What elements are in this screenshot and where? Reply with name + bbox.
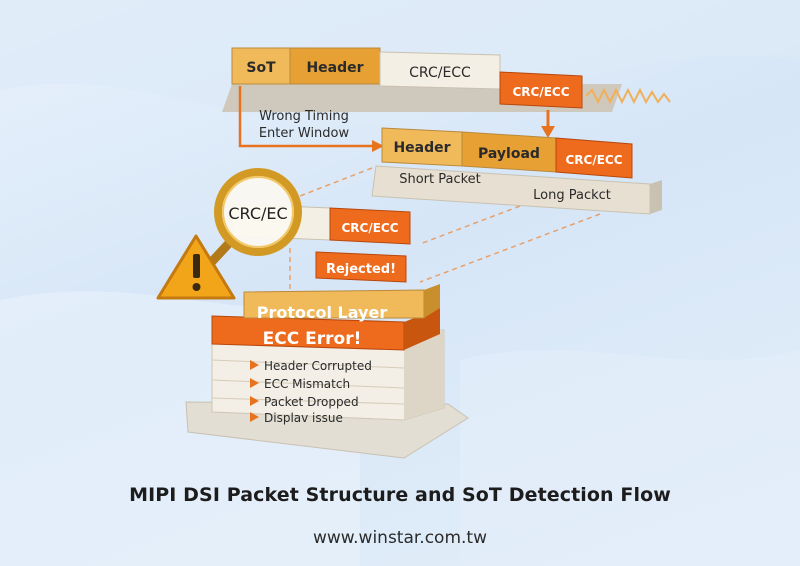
inspect-crc-label: CRC/ECC: [341, 221, 398, 235]
mid-header-label: Header: [393, 140, 450, 156]
figure-title: MIPI DSI Packet Structure and SoT Detect…: [129, 484, 671, 506]
mid-packet: Header Payload CRC/ECC Short Packet Long…: [371, 127, 662, 215]
inspect-crc-error-segment: [329, 207, 411, 245]
crc-error-label: CRC/ECC: [512, 85, 569, 99]
background-wave: [460, 350, 800, 566]
arrow-head-icon: [541, 126, 555, 138]
dashed-connectors: [289, 167, 601, 290]
timing-arrow: [238, 86, 372, 148]
rejected-label: Rejected!: [326, 262, 396, 277]
arrow-head-icon: [372, 140, 384, 152]
sot-label: SoT: [246, 60, 276, 76]
layer-stack: ECC Error! Protocol Layer: [185, 284, 469, 459]
website-url: www.winstar.com.tw: [312, 528, 487, 548]
bullet-arrow-icon: [250, 378, 259, 388]
signal-noise-icon: [585, 87, 671, 105]
protocol-label: Protocol Layer: [257, 303, 388, 322]
magnified-label: CRC/EC: [228, 204, 287, 223]
header-label: Header: [306, 60, 363, 76]
mid-crc-segment: [555, 137, 633, 179]
crc-error-segment: [499, 71, 583, 109]
warning-icon: [156, 234, 236, 300]
long-packet-label: Long Packct: [533, 188, 611, 203]
bullet-arrow-icon: [250, 412, 259, 422]
timing-line-2: Enter Window: [259, 126, 350, 141]
mid-crc-label: CRC/ECC: [565, 153, 622, 167]
payload-label: Payload: [478, 146, 540, 162]
ecc-error-label: ECC Error!: [263, 329, 362, 349]
crc-label: CRC/ECC: [409, 65, 471, 81]
stack-item-label: ECC Mismatch: [264, 377, 350, 391]
timing-note: Wrong Timing Enter Window: [238, 86, 384, 152]
stack-item-label: Packet Dropped: [264, 395, 359, 409]
stack-item-label: Header Corrupted: [264, 359, 372, 373]
rejected-badge: [315, 251, 407, 283]
bullet-arrow-icon: [250, 360, 259, 370]
stack-item-label: Displav issue: [264, 411, 343, 425]
timing-line-1: Wrong Timing: [259, 109, 349, 124]
top-packet-bar: SoT Header CRC/ECC CRC/ECC: [222, 47, 671, 112]
short-packet-label: Short Packet: [399, 172, 481, 187]
magnifier-icon: CRC/EC: [201, 168, 302, 273]
bullet-arrow-icon: [250, 396, 259, 406]
